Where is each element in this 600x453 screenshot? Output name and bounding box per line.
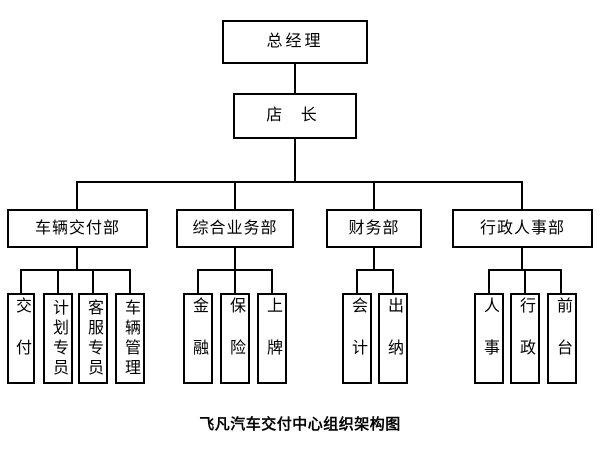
node-store-manager: 店 长: [233, 93, 357, 139]
node-dept-general-business: 综合业务部: [176, 209, 294, 248]
connector-line: [392, 269, 394, 293]
connector-line: [356, 269, 394, 271]
connector-line: [373, 247, 375, 270]
connector-line: [20, 269, 22, 293]
node-customer-service-specialist: 客服专员: [78, 293, 108, 384]
node-financing: 金融: [183, 293, 213, 384]
node-general-manager: 总经理: [222, 20, 368, 64]
node-insurance: 保险: [220, 293, 250, 384]
node-plate-registration-label: 上牌: [264, 296, 281, 381]
node-cashier-label: 出纳: [385, 296, 402, 381]
node-delivery: 交付: [7, 293, 35, 384]
connector-line: [521, 247, 523, 270]
node-delivery-label: 交付: [13, 296, 30, 381]
connector-line: [271, 269, 273, 293]
node-hr-label: 人事: [481, 296, 498, 381]
node-front-desk: 前台: [547, 293, 577, 384]
connector-line: [524, 269, 526, 293]
connector-line: [76, 181, 523, 183]
node-administration: 行政: [510, 293, 540, 384]
connector-line: [488, 269, 490, 293]
node-administration-label: 行政: [517, 296, 534, 381]
node-vehicle-management: 车辆管理: [115, 293, 145, 384]
connector-line: [521, 181, 523, 209]
node-hr: 人事: [474, 293, 504, 384]
connector-line: [234, 181, 236, 209]
connector-line: [234, 269, 236, 293]
node-accounting-label: 会计: [349, 296, 366, 381]
node-insurance-label: 保险: [227, 296, 244, 381]
connector-line: [76, 181, 78, 209]
node-plate-registration: 上牌: [257, 293, 287, 384]
node-customer-service-specialist-label: 客服专员: [85, 298, 102, 379]
node-accounting: 会计: [342, 293, 372, 384]
node-financing-label: 金融: [190, 296, 207, 381]
node-dept-finance: 财务部: [326, 209, 422, 248]
connector-line: [294, 63, 296, 93]
connector-line: [92, 269, 94, 293]
connector-line: [356, 269, 358, 293]
connector-line: [560, 269, 562, 293]
node-dept-vehicle-delivery: 车辆交付部: [7, 209, 148, 248]
connector-line: [234, 247, 236, 270]
node-dept-admin-hr: 行政人事部: [452, 209, 593, 248]
connector-line: [20, 269, 131, 271]
connector-line: [294, 139, 296, 182]
chart-caption: 飞凡汽车交付中心组织架构图: [199, 416, 401, 433]
node-front-desk-label: 前台: [554, 296, 571, 381]
node-vehicle-management-label: 车辆管理: [122, 298, 139, 379]
connector-line: [373, 181, 375, 209]
connector-line: [129, 269, 131, 293]
node-planning-specialist-label: 计划专员: [50, 298, 67, 379]
node-cashier: 出纳: [378, 293, 408, 384]
connector-line: [57, 269, 59, 293]
connector-line: [76, 247, 78, 270]
node-planning-specialist: 计划专员: [43, 293, 73, 384]
connector-line: [197, 269, 199, 293]
